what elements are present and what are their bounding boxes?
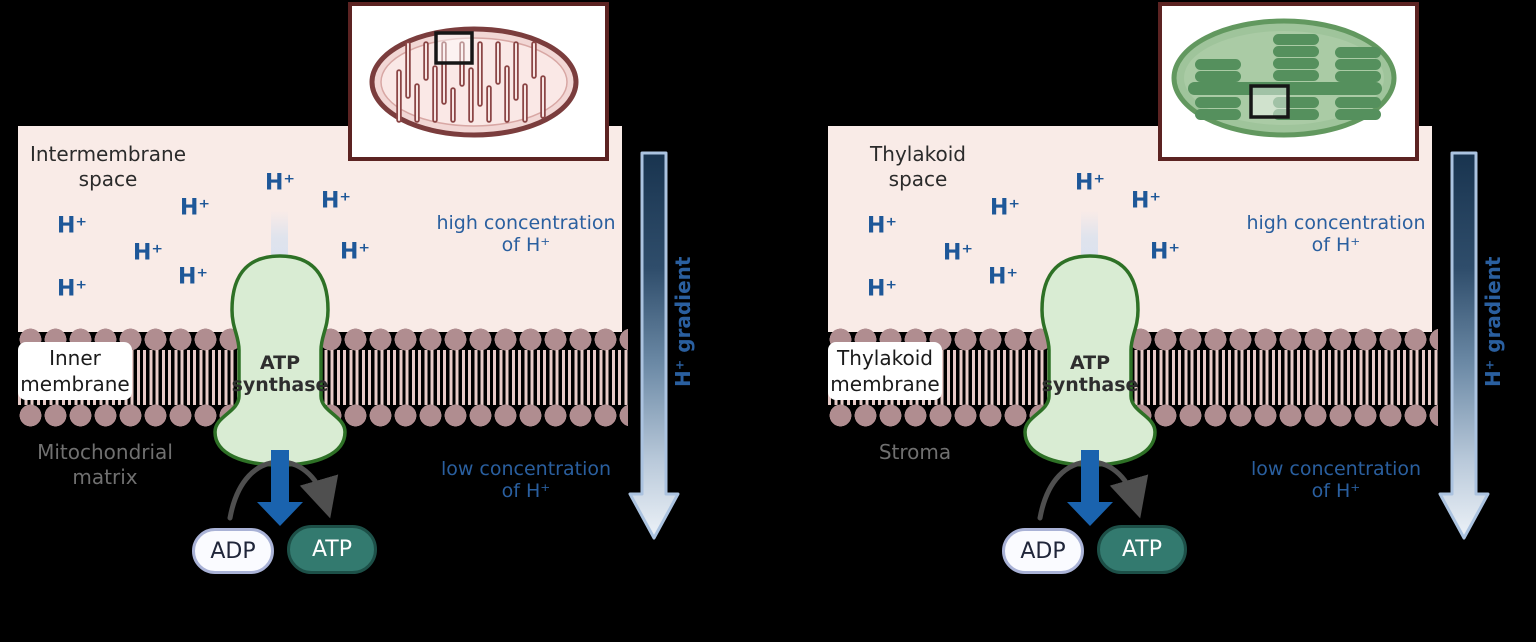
low-concentration-label: low concentration of H⁺ xyxy=(1238,458,1434,503)
atp-synthase-graphic xyxy=(1023,254,1157,526)
low-concentration-line2: of H⁺ xyxy=(501,480,551,503)
h-gradient-arrow xyxy=(628,151,680,540)
space-label-line1: Intermembrane xyxy=(29,142,186,166)
atp-label: ATP xyxy=(1121,537,1163,562)
mitochondrion-illustration xyxy=(369,26,579,138)
h-plus-ion: H⁺ xyxy=(56,213,88,239)
h-plus-ion: H⁺ xyxy=(264,170,296,196)
atp-synthase-line2: synthase xyxy=(231,374,329,397)
matrix-label: Mitochondrial matrix xyxy=(22,440,188,490)
low-concentration-line2: of H⁺ xyxy=(1311,480,1361,503)
chloroplast-illustration xyxy=(1171,18,1397,138)
membrane-label-line2: membrane xyxy=(20,372,130,396)
atp-synthase-label: ATP synthase xyxy=(210,352,350,397)
matrix-label-line2: matrix xyxy=(72,465,138,489)
stroma-lamella xyxy=(1188,82,1382,95)
membrane-label-line2: membrane xyxy=(830,372,940,396)
low-concentration-label: low concentration of H⁺ xyxy=(428,458,624,503)
membrane-label-line1: Inner xyxy=(49,346,101,370)
proton-channel xyxy=(271,211,288,259)
chloroplast-inset xyxy=(1158,2,1419,161)
atp-synthase-label: ATP synthase xyxy=(1020,352,1160,397)
h-plus-ion: H⁺ xyxy=(132,240,164,266)
atp-pill: ATP xyxy=(1097,525,1187,574)
high-concentration-line1: high concentration xyxy=(436,212,616,234)
matrix-label-line1: Mitochondrial xyxy=(37,440,173,464)
space-label-line2: space xyxy=(78,167,138,191)
h-gradient-arrow xyxy=(1438,151,1490,540)
high-concentration-label: high concentration of H⁺ xyxy=(1238,212,1434,257)
atp-synthase-shape xyxy=(1023,254,1157,467)
chloroplast-panel: Thylakoid space H⁺ H⁺ H⁺ H⁺ H⁺ H⁺ H⁺ H⁺ … xyxy=(810,0,1536,642)
high-concentration-line1: high concentration xyxy=(1246,212,1426,234)
membrane-label-badge: Thylakoid membrane xyxy=(828,342,942,400)
atp-synthase-line2: synthase xyxy=(1041,374,1139,397)
space-label-line1: Thylakoid xyxy=(870,142,966,166)
space-label-line2: space xyxy=(888,167,948,191)
atp-synthase-line1: ATP xyxy=(259,352,301,374)
mitochondrion-inset xyxy=(348,2,609,161)
mitochondrion-panel: Intermembrane space H⁺ H⁺ H⁺ H⁺ H⁺ H⁺ H⁺… xyxy=(0,0,730,642)
adp-pill: ADP xyxy=(1002,528,1084,574)
low-concentration-line1: low concentration xyxy=(440,458,612,480)
adp-label: ADP xyxy=(210,538,256,564)
h-plus-ion: H⁺ xyxy=(1149,239,1181,265)
space-label: Thylakoid space xyxy=(838,142,998,192)
h-plus-ion: H⁺ xyxy=(866,213,898,239)
low-concentration-line1: low concentration xyxy=(1250,458,1422,480)
atp-synthase-shape xyxy=(213,254,347,467)
proton-flow-arrow xyxy=(1067,450,1113,526)
proton-flow-arrow xyxy=(257,450,303,526)
h-plus-ion: H⁺ xyxy=(179,195,211,221)
h-plus-ion: H⁺ xyxy=(56,276,88,302)
h-plus-ion: H⁺ xyxy=(987,264,1019,290)
h-plus-ion: H⁺ xyxy=(1074,170,1106,196)
h-plus-ion: H⁺ xyxy=(1130,188,1162,214)
adp-pill: ADP xyxy=(192,528,274,574)
atp-synthase-graphic xyxy=(213,254,347,526)
h-gradient-label: H⁺ gradient xyxy=(1481,256,1505,388)
grana-and-lamellae xyxy=(1188,34,1382,120)
high-concentration-line2: of H⁺ xyxy=(1311,234,1361,257)
atp-pill: ATP xyxy=(287,525,377,574)
high-concentration-label: high concentration of H⁺ xyxy=(428,212,624,257)
h-plus-ion: H⁺ xyxy=(177,264,209,290)
zoom-highlight-box xyxy=(434,31,474,65)
zoom-highlight-box xyxy=(1249,84,1290,119)
stroma-label: Stroma xyxy=(832,440,998,465)
stroma-label-line1: Stroma xyxy=(878,440,952,464)
h-plus-ion: H⁺ xyxy=(339,239,371,265)
h-plus-ion: H⁺ xyxy=(942,240,974,266)
h-gradient-label: H⁺ gradient xyxy=(671,256,695,388)
h-gradient-arrow-shape xyxy=(628,151,680,540)
membrane-label-badge: Inner membrane xyxy=(18,342,132,400)
atp-label: ATP xyxy=(311,537,353,562)
atp-synthase-line1: ATP xyxy=(1069,352,1111,374)
high-concentration-line2: of H⁺ xyxy=(501,234,551,257)
proton-channel xyxy=(1081,211,1098,259)
h-plus-ion: H⁺ xyxy=(320,188,352,214)
h-plus-ion: H⁺ xyxy=(866,276,898,302)
membrane-label-line1: Thylakoid xyxy=(837,346,933,370)
space-label: Intermembrane space xyxy=(28,142,188,192)
h-plus-ion: H⁺ xyxy=(989,195,1021,221)
h-gradient-arrow-shape xyxy=(1438,151,1490,540)
adp-label: ADP xyxy=(1020,538,1066,564)
